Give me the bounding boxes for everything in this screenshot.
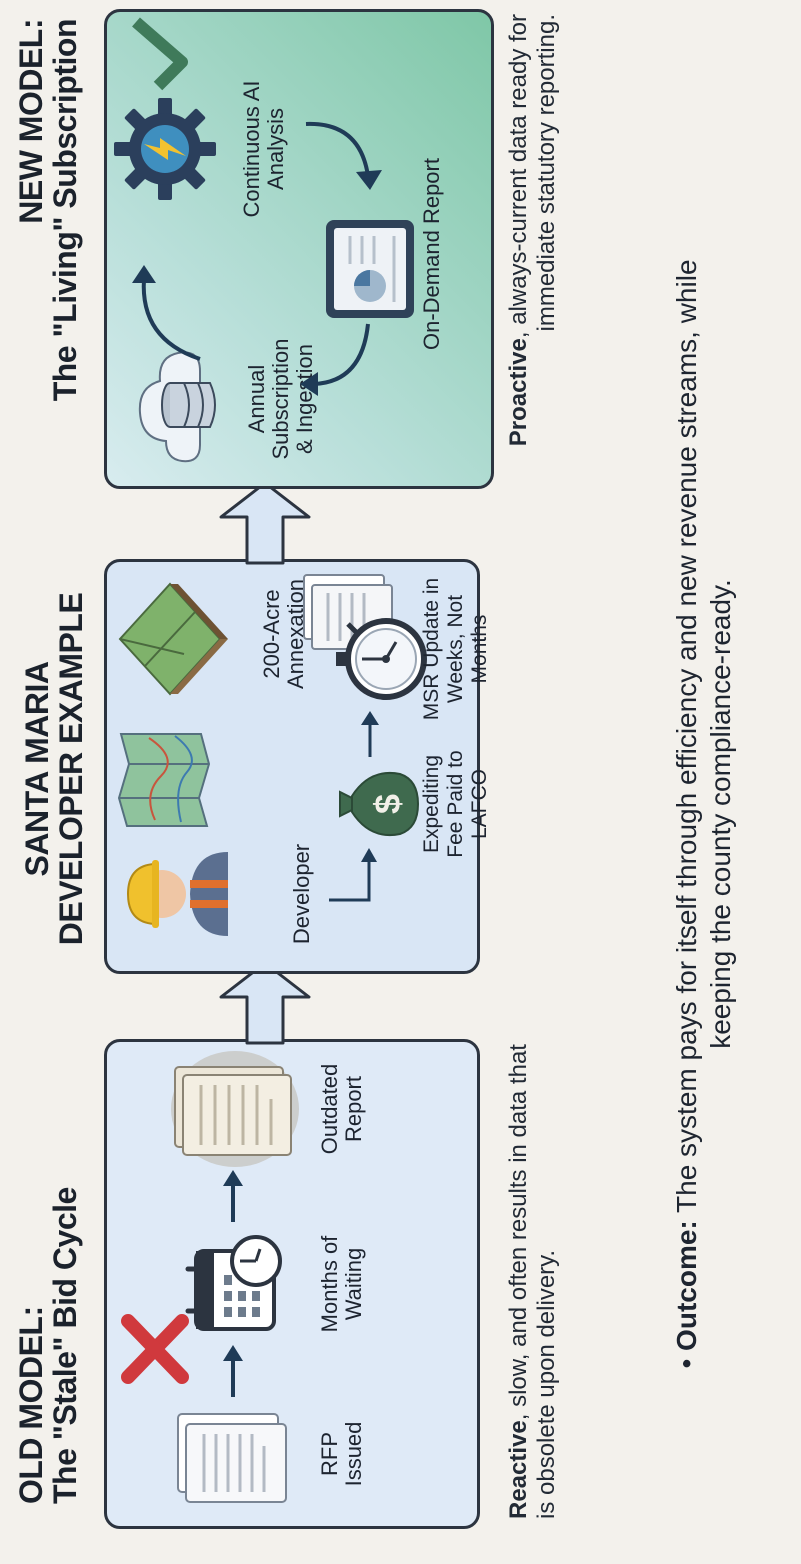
outdated-report-icon [171, 1051, 299, 1167]
outcome-text: The system pays for itself through effic… [671, 259, 736, 1213]
cloud-database-icon [138, 351, 216, 463]
outcome-bullet: • [671, 1358, 702, 1369]
tablet-report-icon [326, 220, 414, 318]
red-x-icon [121, 1314, 189, 1384]
old-model-description: Reactive, slow, and often results in dat… [505, 1039, 561, 1519]
msr-update-label: MSR Update in Weeks, Not Months [420, 577, 491, 721]
developer-heading: SANTA MARIA DEVELOPER EXAMPLE [19, 559, 89, 979]
arrow-icon [361, 711, 379, 757]
arrow-icon [223, 1345, 243, 1397]
cycle-arrow-icon [300, 323, 370, 396]
cycle-arrow-icon [132, 265, 201, 361]
new-model-description: Proactive, always-current data ready for… [505, 14, 561, 484]
outcome-label: Outcome: [671, 1220, 702, 1351]
new-model-desc-bold: Proactive [505, 338, 532, 447]
land-parcel-icon [118, 582, 228, 696]
rfp-issued-label: RFP Issued [317, 1421, 366, 1487]
calendar-clock-icon [185, 1235, 282, 1331]
new-model-title-line1: NEW MODEL: [13, 19, 49, 224]
developer-icon [126, 852, 228, 936]
big-arrow-icon [219, 481, 311, 565]
money-bag-icon: $ [339, 772, 420, 836]
checkmark-icon [132, 17, 188, 91]
old-model-title-line2: The "Stale" Bid Cycle [47, 1187, 83, 1504]
analysis-label: Continuous AI Analysis [239, 80, 288, 218]
old-model-title-line1: OLD MODEL: [13, 1306, 49, 1504]
report-label: On-Demand Report [419, 158, 444, 350]
new-model-desc-text: , always-current data ready for immediat… [505, 14, 560, 339]
months-of-waiting-label: Months of Waiting [317, 1235, 366, 1333]
big-arrow-icon [219, 961, 311, 1045]
fee-label: Expediting Fee Paid to LAFCO [420, 750, 491, 858]
stopwatch-icon [336, 618, 427, 700]
developer-title-line1: SANTA MARIA [19, 661, 55, 877]
arrow-icon [223, 1170, 243, 1222]
ai-gear-icon [114, 98, 216, 200]
document-icon [177, 1413, 287, 1503]
cycle-arrow-icon [305, 121, 382, 190]
developer-label: Developer [289, 843, 314, 945]
outcome-statement: • Outcome: The system pays for itself th… [670, 214, 738, 1414]
new-model-heading: NEW MODEL: The "Living" Subscription [13, 19, 83, 439]
map-icon [117, 733, 211, 827]
old-model-heading: OLD MODEL: The "Stale" Bid Cycle [13, 1034, 83, 1504]
developer-title-line2: DEVELOPER EXAMPLE [53, 592, 89, 946]
connector-arrow-icon [329, 848, 377, 902]
money-symbol: $ [367, 794, 408, 814]
old-model-desc-bold: Reactive [505, 1420, 532, 1519]
new-model-title-line2: The "Living" Subscription [47, 19, 83, 402]
outdated-report-label: Outdated Report [317, 1063, 366, 1155]
